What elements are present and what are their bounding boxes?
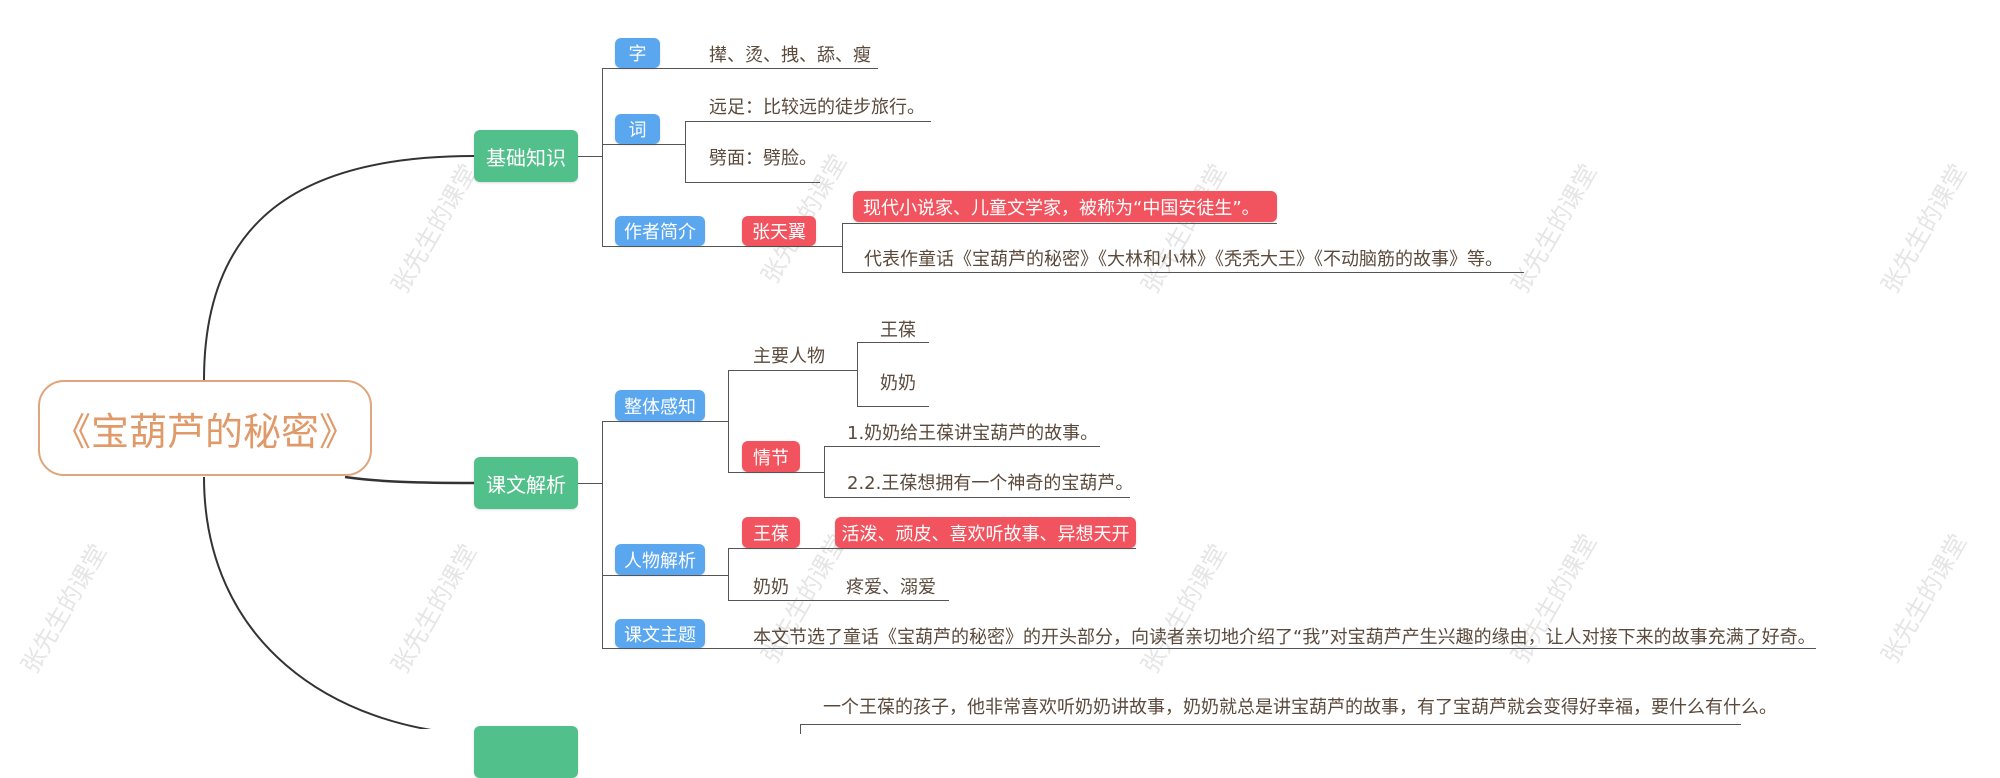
underline [842, 223, 1277, 224]
connector [578, 156, 602, 157]
underline [728, 600, 949, 601]
curve-root-to-basics [203, 155, 475, 381]
underline [857, 342, 929, 343]
author-works: 代表作童话《宝葫芦的秘密》《大林和小林》《秃秃大王》《不动脑筋的故事》等。 [864, 249, 1503, 270]
node-theme[interactable]: 课文主题 [615, 619, 705, 648]
curve-root-to-summary [203, 476, 433, 729]
underline [728, 370, 857, 371]
bracket [824, 446, 825, 497]
node-basics[interactable]: 基础知识 [474, 130, 578, 182]
bracket [602, 421, 603, 648]
ci-item: 劈面：劈脸。 [709, 148, 817, 169]
author-description[interactable]: 现代小说家、儿童文学家，被称为“中国安徒生”。 [853, 191, 1277, 222]
underline [602, 648, 1816, 649]
bracket [728, 370, 729, 472]
underline [602, 246, 842, 247]
wangbao-traits[interactable]: 活泼、顽皮、喜欢听故事、异想天开 [835, 517, 1136, 548]
node-author-name[interactable]: 张天翼 [742, 216, 816, 246]
connector [578, 483, 602, 484]
plot-item: 2.2.王葆想拥有一个神奇的宝葫芦。 [847, 473, 1134, 494]
node-wangbao[interactable]: 王葆 [742, 517, 800, 548]
node-summary-branch[interactable] [474, 726, 578, 778]
root-title: 《宝葫芦的秘密》 [52, 409, 357, 454]
underline [602, 421, 728, 422]
underline [824, 497, 1130, 498]
bracket [602, 68, 603, 246]
bracket [800, 724, 801, 734]
underline [602, 144, 685, 145]
bracket [685, 121, 686, 182]
character-item: 奶奶 [880, 373, 916, 394]
underline [842, 272, 1524, 273]
theme-content: 本文节选了童话《宝葫芦的秘密》的开头部分，向读者亲切地介绍了“我”对宝葫芦产生兴… [753, 627, 1816, 648]
grandma-traits: 疼爱、溺爱 [846, 577, 936, 598]
node-author[interactable]: 作者简介 [615, 216, 705, 246]
underline [857, 406, 929, 407]
bracket [842, 223, 843, 272]
bracket [857, 342, 858, 406]
underline [685, 182, 820, 183]
node-overall[interactable]: 整体感知 [615, 390, 705, 421]
node-zi[interactable]: 字 [615, 38, 660, 68]
summary-content: 一个王葆的孩子，他非常喜欢听奶奶讲故事，奶奶就总是讲宝葫芦的故事，有了宝葫芦就会… [823, 697, 1777, 718]
underline [602, 68, 878, 69]
underline [728, 548, 1136, 549]
grandma-label: 奶奶 [753, 577, 789, 598]
curve-root-to-analysis [344, 475, 475, 485]
node-people[interactable]: 人物解析 [615, 544, 705, 575]
bracket [728, 548, 729, 600]
characters-label: 主要人物 [753, 346, 825, 367]
node-ci[interactable]: 词 [615, 114, 660, 144]
node-plot[interactable]: 情节 [742, 441, 800, 472]
ci-item: 远足：比较远的徒步旅行。 [709, 97, 925, 118]
underline [824, 446, 1100, 447]
character-item: 王葆 [880, 320, 916, 341]
node-analysis[interactable]: 课文解析 [474, 457, 578, 509]
underline [728, 472, 824, 473]
underline [685, 121, 931, 122]
connector-curves [203, 155, 475, 729]
root-node[interactable]: 《宝葫芦的秘密》 [38, 380, 372, 476]
plot-item: 1.奶奶给王葆讲宝葫芦的故事。 [847, 423, 1099, 444]
underline [602, 575, 728, 576]
zi-content: 撵、烫、拽、舔、瘦 [709, 45, 871, 66]
underline [800, 724, 1741, 725]
